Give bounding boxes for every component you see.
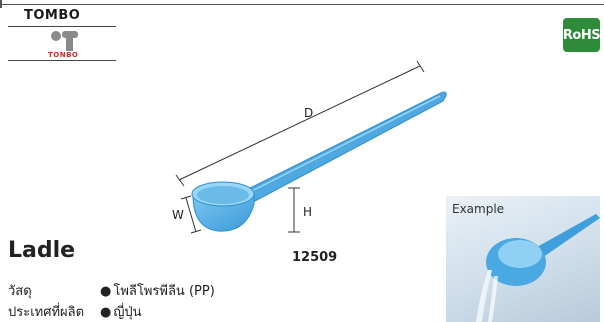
dimension-d-line <box>175 60 425 187</box>
brand-rule-top <box>8 26 116 27</box>
dimension-h-label: H <box>303 205 313 219</box>
dimension-d-label: D <box>304 106 314 120</box>
spec-row-origin: ประเทศที่ผลิต ●ญี่ปุ่น <box>8 301 142 322</box>
bullet-icon: ● <box>100 284 112 299</box>
brand-rule-bottom <box>8 60 116 61</box>
dimension-h-line <box>288 187 300 233</box>
top-rule <box>0 4 604 5</box>
bullet-icon: ● <box>100 305 112 320</box>
spec-value: โพลีโพรพีลีน (PP) <box>113 284 215 299</box>
brand-block: TOMBO TONBO <box>8 8 116 61</box>
example-photo: Example <box>446 196 600 322</box>
brand-name: TOMBO <box>24 8 81 23</box>
rohs-badge: RoHS <box>563 18 601 52</box>
dimension-w-label: W <box>172 208 184 222</box>
tonbo-logo-icon <box>51 31 78 51</box>
brand-logo-text: TONBO <box>48 51 79 59</box>
ladle-handle <box>231 91 447 210</box>
spec-label: ประเทศที่ผลิต <box>8 305 85 320</box>
ladle-photo-illustration <box>476 214 600 322</box>
product-title: Ladle <box>8 238 76 263</box>
example-label: Example <box>452 202 505 216</box>
product-code: 12509 <box>292 250 338 265</box>
spec-row-material: วัสดุ ●โพลีโพรพีลีน (PP) <box>8 280 215 301</box>
dimension-w-line <box>180 195 202 234</box>
ladle-bowl <box>191 181 255 232</box>
spec-value: ญี่ปุ่น <box>113 305 142 320</box>
spec-label: วัสดุ <box>8 284 32 299</box>
